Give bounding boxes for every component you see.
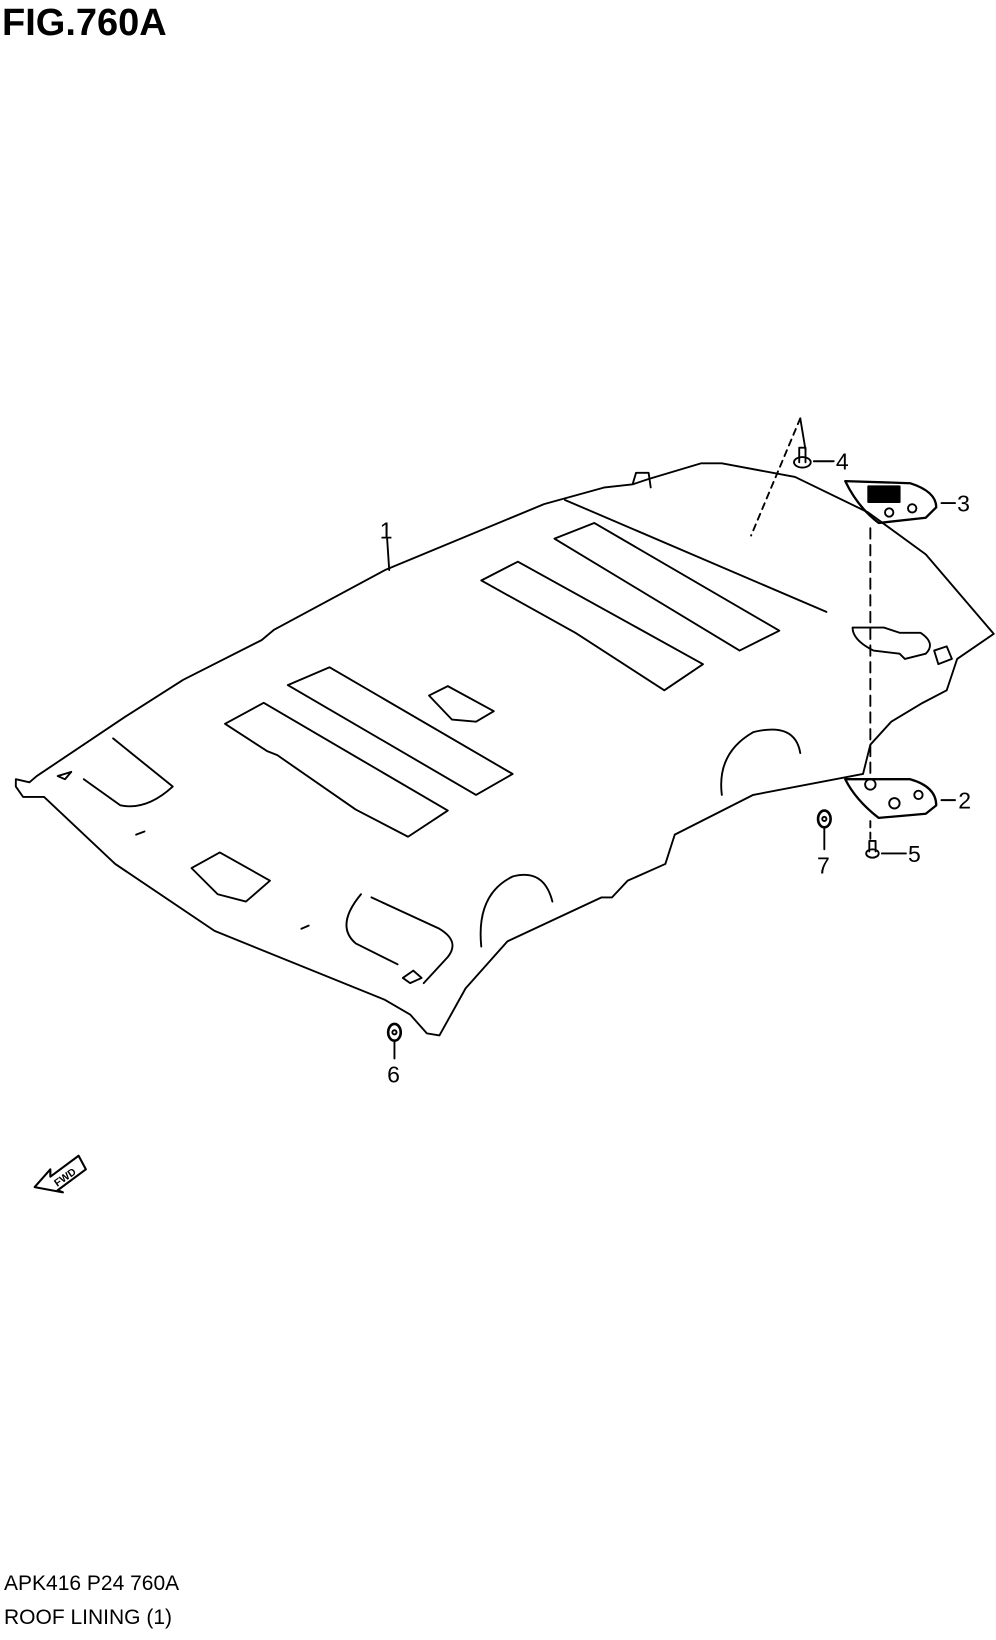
clip-box-top [631, 471, 652, 489]
panel-2 [286, 666, 514, 796]
cutout-front-left [82, 737, 174, 808]
part-4-clip [793, 446, 812, 469]
part-3-dome-lamp [844, 479, 938, 525]
callout-leaders [386, 460, 957, 1060]
small-hole-3 [300, 924, 310, 930]
small-hole-4 [401, 969, 423, 985]
fwd-arrow-icon: FWD [33, 1154, 87, 1194]
figure-name: ROOF LINING (1) [4, 1606, 173, 1629]
part-7-grommet [816, 809, 832, 829]
leader-4 [799, 417, 807, 451]
part-5-screw [865, 839, 880, 859]
cutout-rear-right [851, 626, 931, 660]
part-2-lamp-base [844, 778, 938, 820]
panel-1 [224, 701, 449, 838]
callout-6[interactable]: 6 [387, 1062, 400, 1088]
panel-3 [480, 560, 704, 692]
cutout-arch-1 [479, 873, 554, 948]
leader-dashed-4 [750, 417, 802, 537]
cutout-rear-left [345, 893, 454, 985]
cutout-dome [428, 685, 495, 723]
callout-3[interactable]: 3 [957, 490, 970, 516]
callout-4[interactable]: 4 [836, 449, 849, 475]
panel-4 [553, 522, 781, 652]
callout-2[interactable]: 2 [958, 787, 971, 813]
roof-lining-outline [14, 462, 995, 1037]
part-6-grommet [386, 1022, 403, 1042]
small-hole-1 [56, 770, 73, 781]
cutout-grip-left [190, 851, 271, 903]
clip-box-right [933, 645, 953, 666]
figure-title: FIG.760A [2, 2, 167, 44]
small-hole-2 [135, 830, 146, 836]
figure-code: APK416 P24 760A [4, 1572, 180, 1595]
cutout-arch-2 [720, 728, 802, 796]
callout-1[interactable]: 1 [380, 518, 393, 544]
callout-5[interactable]: 5 [908, 841, 921, 867]
edge-line [563, 499, 828, 613]
callout-7[interactable]: 7 [817, 852, 830, 878]
